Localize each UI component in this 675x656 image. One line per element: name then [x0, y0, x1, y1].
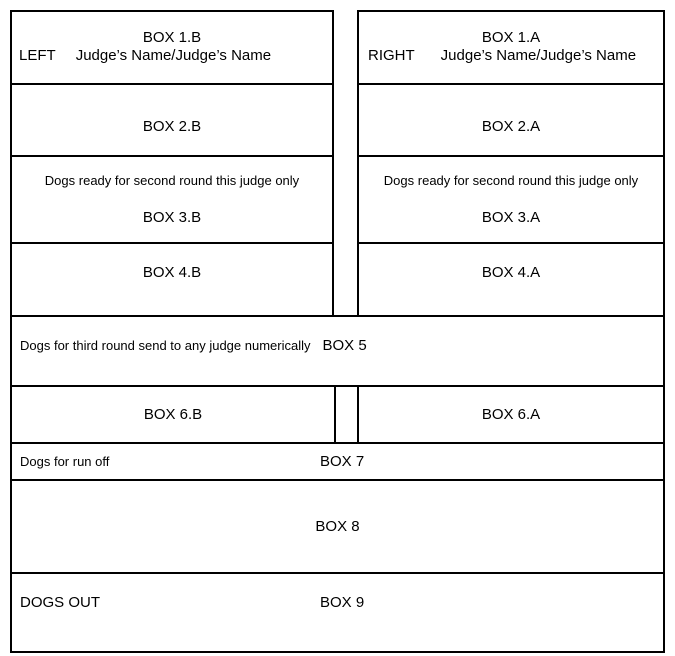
box-6b-title: BOX 6.B [143, 405, 203, 423]
box-1a-judge-line: RIGHT Judge’s Name/Judge’s Name [359, 47, 663, 65]
box-9-note: DOGS OUT [20, 594, 101, 611]
right-position-label: RIGHT [368, 47, 415, 64]
box-2a-title: BOX 2.A [481, 118, 541, 135]
box-7: Dogs for run off BOX 7 [10, 442, 665, 481]
box-4b: BOX 4.B [10, 242, 334, 317]
box-2b-title: BOX 2.B [142, 118, 202, 135]
box-1b-judge-names: Judge’s Name/Judge’s Name [75, 47, 272, 64]
box-5-note: Dogs for third round send to any judge n… [20, 338, 311, 353]
box-1b-title: BOX 1.B [142, 29, 202, 46]
box-3a: Dogs ready for second round this judge o… [357, 155, 665, 244]
box-1b-judge-line: LEFT Judge’s Name/Judge’s Name [12, 47, 332, 65]
box-3b-note: Dogs ready for second round this judge o… [44, 173, 300, 188]
box-1a: BOX 1.A RIGHT Judge’s Name/Judge’s Name [357, 10, 665, 85]
box-1b: BOX 1.B LEFT Judge’s Name/Judge’s Name [10, 10, 334, 85]
box-6a: BOX 6.A [357, 385, 665, 444]
box-4b-title: BOX 4.B [142, 264, 202, 281]
box-5: Dogs for third round send to any judge n… [10, 315, 665, 387]
box-3b: Dogs ready for second round this judge o… [10, 155, 334, 244]
box-4a: BOX 4.A [357, 242, 665, 317]
box-8: BOX 8 [10, 479, 665, 574]
left-position-label: LEFT [19, 47, 56, 64]
box-8-title: BOX 8 [315, 517, 360, 535]
box-3b-title: BOX 3.B [142, 209, 202, 226]
box-7-title: BOX 7 [320, 452, 365, 470]
box-6a-title: BOX 6.A [481, 405, 541, 423]
box-2b: BOX 2.B [10, 83, 334, 157]
box-6b: BOX 6.B [10, 385, 336, 444]
box-4a-title: BOX 4.A [481, 264, 541, 281]
box-5-title: BOX 5 [322, 337, 367, 354]
box-9: DOGS OUT BOX 9 [10, 572, 665, 653]
box-1a-title: BOX 1.A [481, 29, 541, 46]
box-3a-title: BOX 3.A [481, 209, 541, 226]
box-6-middle-cell [334, 385, 359, 444]
box-7-note: Dogs for run off [20, 453, 110, 469]
box-1a-judge-names: Judge’s Name/Judge’s Name [440, 47, 637, 64]
box-2a: BOX 2.A [357, 83, 665, 157]
box-9-title: BOX 9 [320, 594, 365, 611]
box-3a-note: Dogs ready for second round this judge o… [383, 173, 639, 188]
